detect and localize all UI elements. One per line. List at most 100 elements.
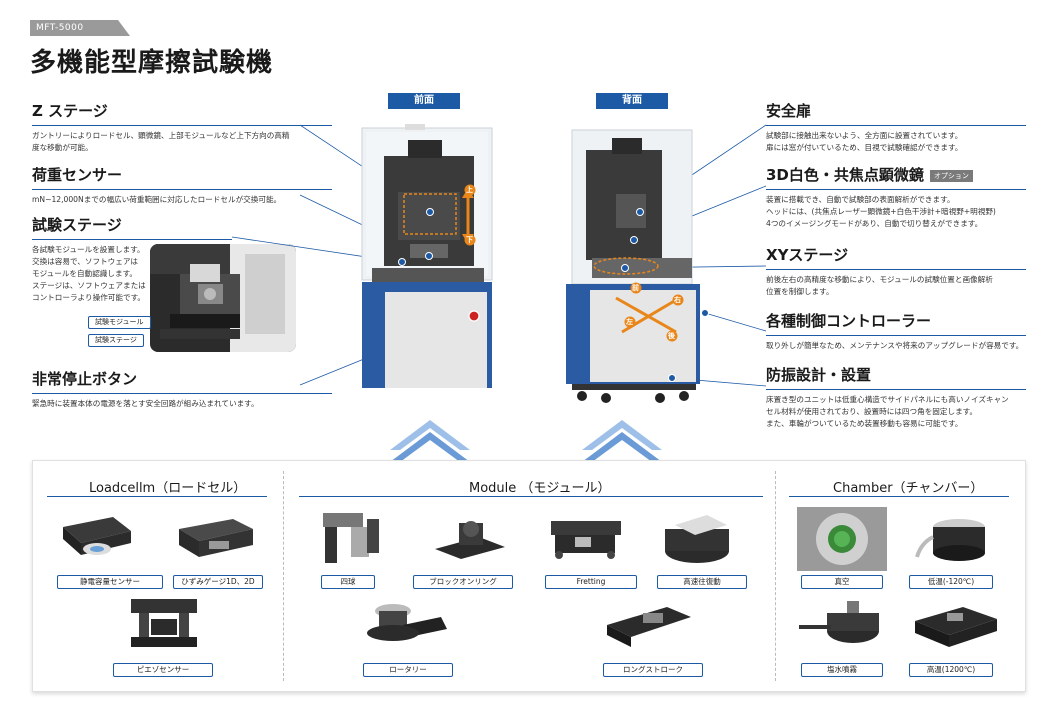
callout-test-stage: 試験ステージ: [88, 334, 144, 347]
back-machine: [566, 129, 709, 403]
divider: [789, 496, 1009, 497]
divider: [47, 496, 267, 497]
divider: [32, 189, 332, 190]
front-machine: [361, 124, 493, 388]
arrow-right-label: 右: [674, 296, 681, 304]
desc-line: また、車輪がついているため装置移動も容易に可能です。: [766, 419, 963, 428]
feature-desc: ガントリーによりロードセル、顕微鏡、上部モジュールなど上下方向の高精 度な移動が…: [32, 130, 332, 154]
item-fretting: Fretting: [545, 575, 637, 589]
feature-desc: 床置き型のユニットは低重心構造でサイドパネルにも高いノイズキャン セル材料が使用…: [766, 394, 1026, 430]
chamber-title: Chamber（チャンバー）: [833, 481, 984, 496]
feature-desc: 試験部に接触出来ないよう、全方面に設置されています。 扉には窓が付いているため、…: [766, 130, 1026, 154]
feature-desc: 装置に搭載でき、自動で試験部の表面解析ができます。 ヘッドには、(共焦点レーザー…: [766, 194, 1026, 230]
desc-line: 交換は容易で、ソフトウェアは: [32, 257, 139, 266]
long-stroke-image: [607, 607, 691, 647]
fretting-image: [551, 521, 621, 559]
separator: [283, 471, 284, 681]
feature-desc: 各試験モジュールを設置します。 交換は容易で、ソフトウェアは モジュールを自動認…: [32, 244, 232, 304]
page-title: 多機能型摩擦試験機: [30, 48, 274, 78]
loadcell-title: Loadcellm（ロードセル）: [89, 481, 247, 496]
feature-title: Z ステージ: [32, 102, 108, 120]
divider: [32, 125, 332, 126]
feature-emergency-stop: 非常停止ボタン 緊急時に装置本体の電源を落とす安全回路が組み込まれています。: [32, 368, 332, 410]
model-tag: MFT-5000: [30, 20, 130, 36]
feature-title: 非常停止ボタン: [32, 370, 138, 388]
item-high-speed-reciprocating: 高速往復動: [657, 575, 747, 589]
item-high-temperature: 高温(1200℃): [909, 663, 993, 677]
item-strain-gauge: ひずみゲージ1D、2D: [173, 575, 263, 589]
desc-line: 各試験モジュールを設置します。: [32, 245, 145, 254]
rotary-image: [367, 604, 447, 641]
desc-line: 4つのイメージングモードがあり、自動で切り替えができます。: [766, 219, 983, 228]
desc-line: 取り外しが簡単なため、メンテナンスや将来のアップグレードが容易です。: [766, 341, 1024, 350]
feature-desc: 取り外しが簡単なため、メンテナンスや将来のアップグレードが容易です。: [766, 340, 1026, 352]
accessories-panel: Loadcellm（ロードセル） 静電容量センサー ひずみゲージ1D、2D ピエ…: [32, 460, 1026, 692]
high-temperature-image: [915, 607, 997, 647]
desc-line: 試験部に接触出来ないよう、全方面に設置されています。: [766, 131, 963, 140]
feature-vibration-design: 防振設計・設置 床置き型のユニットは低重心構造でサイドパネルにも高いノイズキャン…: [766, 364, 1026, 430]
desc-line: 緊急時に装置本体の電源を落とす安全回路が組み込まれています。: [32, 399, 259, 408]
feature-xy-stage: XYステージ 前後左右の高精度な移動により、モジュールの試験位置と画像解析 位置…: [766, 244, 1026, 298]
divider: [299, 496, 763, 497]
arrow-down-label: 下: [466, 236, 473, 244]
feature-desc: 前後左右の高精度な移動により、モジュールの試験位置と画像解析 位置を制御します。: [766, 274, 1026, 298]
feature-title: 防振設計・設置: [766, 366, 872, 384]
feature-load-sensor: 荷重センサー mN~12,000Nまでの幅広い荷重範囲に対応したロードセルが交換…: [32, 164, 332, 206]
desc-line: 位置を制御します。: [766, 287, 834, 296]
feature-test-stage: 試験ステージ 各試験モジュールを設置します。 交換は容易で、ソフトウェアは モジ…: [32, 214, 232, 304]
divider: [766, 189, 1026, 190]
module-title: Module （モジュール）: [469, 481, 611, 496]
desc-line: 前後左右の高精度な移動により、モジュールの試験位置と画像解析: [766, 275, 993, 284]
back-view-tag: 背面: [596, 93, 668, 109]
desc-line: ガントリーによりロードセル、顕微鏡、上部モジュールなど上下方向の高精: [32, 131, 290, 140]
item-block-on-ring: ブロックオンリング: [413, 575, 513, 589]
strain-gauge-image: [179, 519, 253, 557]
arrow-left-label: 左: [626, 318, 633, 326]
item-four-ball: 四球: [321, 575, 375, 589]
desc-line: モジュールを自動認識します。: [32, 269, 138, 278]
feature-title: 3D白色・共焦点顕微鏡オプション: [766, 164, 1026, 189]
desc-line: 床置き型のユニットは低重心構造でサイドパネルにも高いノイズキャン: [766, 395, 1009, 404]
low-temperature-image: [915, 519, 985, 561]
vacuum-chamber-image: [797, 507, 887, 571]
piezo-sensor-image: [131, 599, 197, 647]
feature-safety-door: 安全扉 試験部に接触出来ないよう、全方面に設置されています。 扉には窓が付いてい…: [766, 100, 1026, 154]
desc-line: コントローラより操作可能です。: [32, 293, 145, 302]
block-on-ring-image: [435, 521, 505, 559]
arrow-back-label: 後: [668, 332, 675, 340]
front-view-tag: 前面: [388, 93, 460, 109]
feature-title: 各種制御コントローラー: [766, 312, 932, 330]
feature-title: 安全扉: [766, 102, 812, 120]
test-stage-photo: [150, 244, 296, 352]
divider: [32, 239, 232, 240]
title-text: 3D白色・共焦点顕微鏡: [766, 166, 924, 184]
salt-spray-image: [799, 601, 879, 643]
item-vacuum: 真空: [801, 575, 883, 589]
desc-line: mN~12,000Nまでの幅広い荷重範囲に対応したロードセルが交換可能。: [32, 195, 282, 204]
feature-title: XYステージ: [766, 246, 849, 264]
desc-line: 扉には窓が付いているため、目視で試験確認ができます。: [766, 143, 963, 152]
divider: [766, 269, 1026, 270]
item-low-temperature: 低温(-120℃): [909, 575, 993, 589]
feature-3d-microscope: 3D白色・共焦点顕微鏡オプション 装置に搭載でき、自動で試験部の表面解析ができま…: [766, 164, 1026, 230]
separator: [775, 471, 776, 681]
desc-line: 度な移動が可能。: [32, 143, 93, 152]
desc-line: 装置に搭載でき、自動で試験部の表面解析ができます。: [766, 195, 955, 204]
divider: [32, 393, 332, 394]
up-chevrons: [390, 420, 662, 462]
feature-desc: 緊急時に装置本体の電源を落とす安全回路が組み込まれています。: [32, 398, 332, 410]
capacitive-sensor-image: [63, 517, 131, 555]
item-long-stroke: ロングストローク: [603, 663, 703, 677]
option-badge: オプション: [929, 169, 973, 182]
feature-title: 試験ステージ: [32, 216, 122, 234]
item-capacitive-sensor: 静電容量センサー: [57, 575, 163, 589]
divider: [766, 125, 1026, 126]
four-ball-image: [323, 513, 379, 563]
high-speed-reciprocating-image: [665, 515, 729, 563]
callout-test-module: 試験モジュール: [88, 316, 151, 329]
item-rotary: ロータリー: [363, 663, 453, 677]
arrow-up-label: 上: [466, 186, 473, 194]
arrow-front-label: 前: [632, 284, 639, 292]
item-piezo-sensor: ピエゾセンサー: [113, 663, 213, 677]
feature-controller: 各種制御コントローラー 取り外しが簡単なため、メンテナンスや将来のアップグレード…: [766, 310, 1026, 352]
